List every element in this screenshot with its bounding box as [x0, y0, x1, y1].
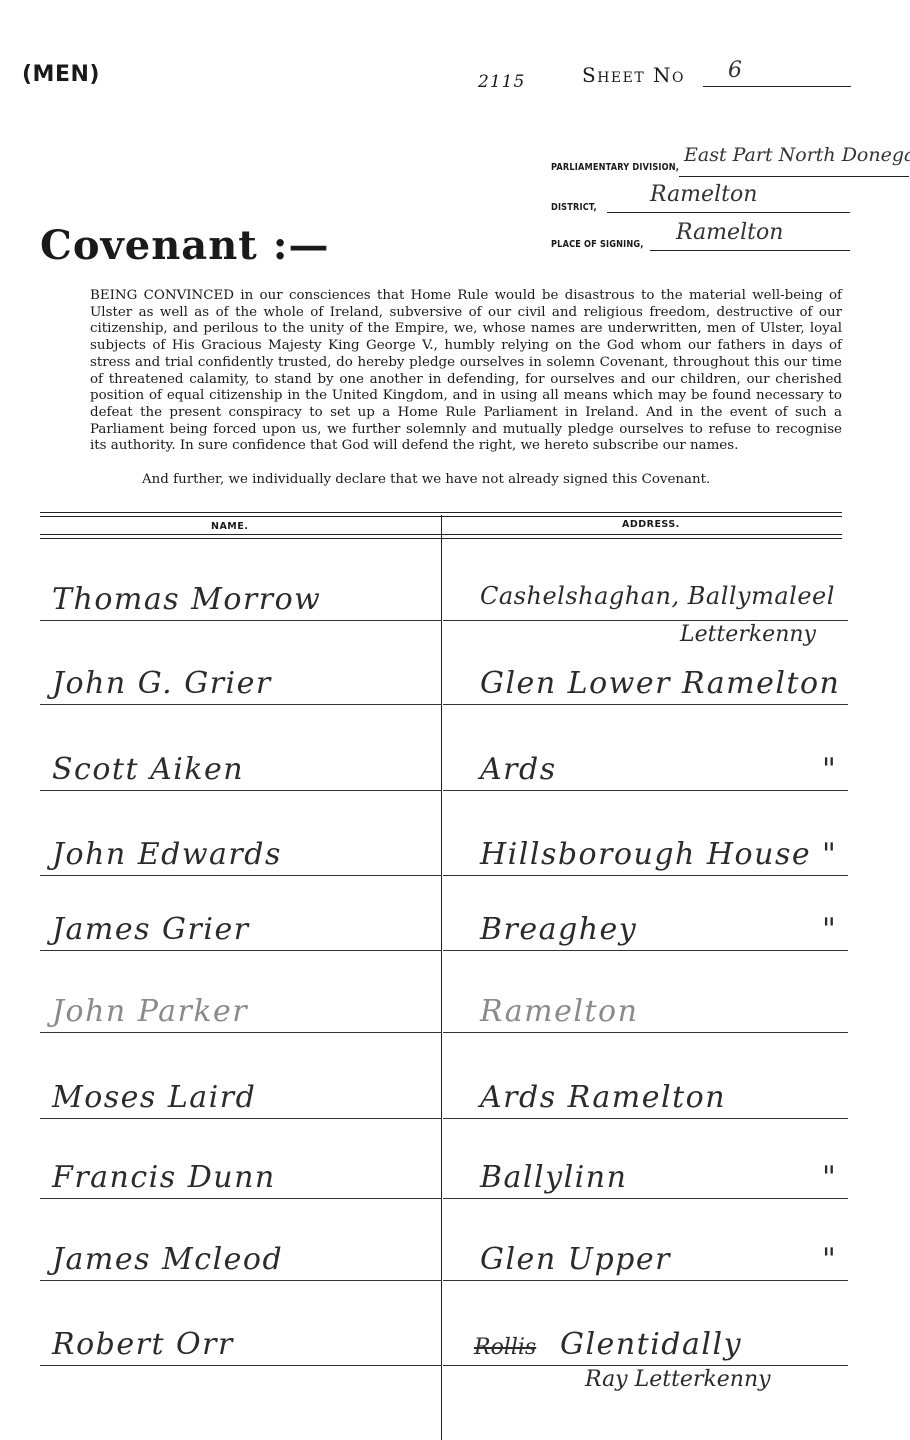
place-line: [650, 250, 850, 251]
covenant-title: Covenant :—: [40, 222, 330, 269]
signer-name: Thomas Morrow: [52, 582, 322, 617]
signer-name: Robert Orr: [52, 1327, 234, 1362]
name-row-line: [40, 1280, 442, 1281]
address-row-line: [443, 1365, 848, 1366]
signer-name: John G. Grier: [52, 666, 272, 701]
division-label: PARLIAMENTARY DIVISION,: [551, 162, 680, 173]
stamp-number: 2115: [478, 72, 526, 92]
signer-address: Ballylinn: [480, 1160, 628, 1195]
name-row-line: [40, 790, 442, 791]
column-divider: [441, 515, 442, 1440]
division-line: [679, 176, 909, 177]
address-row-line: [443, 620, 848, 621]
signer-name: Moses Laird: [52, 1080, 257, 1115]
men-label: (MEN): [22, 62, 100, 87]
signer-address: Ards Ramelton: [480, 1080, 727, 1115]
signer-address: Hillsborough House: [480, 837, 812, 872]
signer-address: Ards: [480, 752, 557, 787]
signer-address: Ramelton: [480, 994, 639, 1029]
address-row-line: [443, 875, 848, 876]
signer-name: Francis Dunn: [52, 1160, 276, 1195]
address-row-line: [443, 950, 848, 951]
ditto-mark: ": [822, 1160, 838, 1195]
name-row-line: [40, 1365, 442, 1366]
signer-address: Glen Lower Ramelton: [480, 666, 841, 701]
signer-name: John Parker: [52, 994, 249, 1029]
ditto-mark: ": [822, 752, 838, 787]
signer-name: John Edwards: [52, 837, 282, 872]
district-value: Ramelton: [650, 182, 758, 207]
division-value: East Part North Donegal: [684, 144, 910, 166]
struck-address: Rollis: [474, 1335, 537, 1360]
address-column-header: ADDRESS.: [622, 519, 680, 530]
address-row-line: [443, 1280, 848, 1281]
sheet-number-line: [703, 86, 851, 87]
name-row-line: [40, 875, 442, 876]
signer-address: Glentidally: [560, 1327, 743, 1362]
sheet-label: Sheet No: [582, 63, 686, 87]
name-row-line: [40, 1198, 442, 1199]
name-row-line: [40, 704, 442, 705]
place-label: PLACE OF SIGNING,: [551, 239, 644, 250]
covenant-text: BEING CONVINCED in our consciences that …: [90, 288, 842, 454]
signer-address-line-2: Ray Letterkenny: [585, 1367, 771, 1392]
signer-name: Scott Aiken: [52, 752, 245, 787]
sheet-number: 6: [728, 58, 742, 83]
address-row-line: [443, 704, 848, 705]
signer-address: Glen Upper: [480, 1242, 671, 1277]
district-label: DISTRICT,: [551, 202, 597, 213]
address-row-line: [443, 790, 848, 791]
signer-address-line-2: Letterkenny: [680, 622, 816, 647]
address-row-line: [443, 1032, 848, 1033]
address-row-line: [443, 1118, 848, 1119]
table-top-rule: [40, 512, 842, 513]
place-value: Ramelton: [676, 220, 784, 245]
district-line: [607, 212, 850, 213]
ditto-mark: ": [822, 1242, 838, 1277]
name-row-line: [40, 620, 442, 621]
ditto-mark: ": [822, 837, 838, 872]
name-column-header: NAME.: [211, 521, 249, 532]
signer-address: Cashelshaghan, Ballymaleel: [480, 582, 835, 610]
declaration-text: And further, we individually declare tha…: [142, 472, 711, 487]
ditto-mark: ": [822, 912, 838, 947]
signer-name: James Mcleod: [52, 1242, 284, 1277]
name-row-line: [40, 1118, 442, 1119]
address-row-line: [443, 1198, 848, 1199]
signer-name: James Grier: [52, 912, 250, 947]
name-row-line: [40, 950, 442, 951]
name-row-line: [40, 1032, 442, 1033]
signer-address: Breaghey: [480, 912, 638, 947]
